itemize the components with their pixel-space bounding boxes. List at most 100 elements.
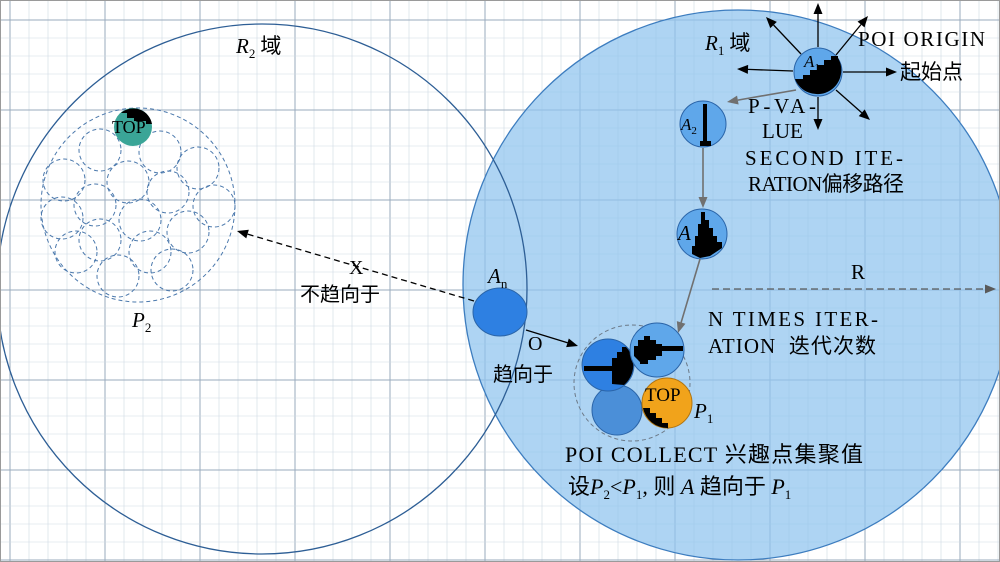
arrow-origin-up-right — [835, 16, 868, 56]
cluster-node-left-bar — [584, 366, 614, 371]
radius-label: R — [851, 260, 865, 284]
arrow-head — [813, 119, 823, 130]
cluster-member-circle — [150, 248, 194, 292]
arrow-head — [886, 67, 897, 77]
arrow-not-toward-p2 — [237, 229, 475, 302]
arrow-toward-p1 — [525, 329, 578, 348]
right-top-label: TOP — [645, 385, 681, 406]
node-a2-bar-base — [700, 141, 711, 146]
cluster-member-circle — [73, 183, 117, 227]
left-poi-cluster: TOP — [40, 107, 236, 303]
not-toward-mark: X — [349, 257, 364, 279]
left-cluster-boundary — [40, 107, 236, 303]
cluster-node-left-steps — [612, 347, 634, 385]
arrow-origin-down-right — [835, 89, 870, 120]
arrow-origin-up — [813, 3, 823, 47]
cluster-member-circle — [128, 230, 172, 274]
arrow-shaft — [525, 329, 568, 344]
condition-p2-sub: 2 — [603, 487, 610, 502]
cluster-member-circle — [138, 130, 182, 174]
n-times-line-2: ATION 迭代次数 — [708, 334, 876, 358]
node-a1-sub: 1 — [814, 62, 820, 74]
node-a2-label: A2 — [680, 115, 697, 137]
origin-label-cn: 起始点 — [900, 60, 963, 84]
node-a2-bar — [703, 104, 707, 144]
node-an-sub: n — [501, 276, 508, 291]
right-poi-cluster: TOP — [573, 322, 693, 442]
node-an-var: A — [486, 264, 501, 288]
arrow-head — [985, 284, 996, 294]
node-a-label: A — [676, 221, 691, 245]
r2-domain-var: R — [235, 34, 249, 58]
cluster-member-circle — [176, 146, 220, 190]
p1-label-sub: 1 — [707, 411, 714, 426]
second-iteration-line-1: SECOND ITE- — [745, 146, 903, 170]
toward-text: 趋向于 — [493, 363, 553, 386]
right-top-node-steps — [643, 408, 668, 429]
node-an — [472, 287, 528, 337]
toward-mark: O — [528, 333, 542, 355]
arrow-shaft — [835, 24, 862, 56]
condition-then: , 则 — [642, 474, 681, 499]
cluster-member-circle — [54, 230, 98, 274]
arrow-shaft — [773, 24, 802, 55]
node-a1-label: A1 — [803, 52, 820, 74]
r1-domain-var: R — [704, 31, 718, 55]
arrow-origin-right — [843, 67, 897, 77]
cluster-member-circle — [96, 254, 140, 298]
node-a-steps — [692, 212, 722, 258]
cluster-member-circle — [40, 196, 84, 240]
condition-a-var: A — [679, 474, 695, 499]
second-iteration-line-2: RATION偏移路径 — [748, 172, 904, 196]
cluster-member-circle — [146, 170, 190, 214]
condition-p1-sub: 1 — [636, 487, 643, 502]
cluster-member-circle — [118, 198, 162, 242]
node-a2-var: A — [680, 115, 692, 134]
p-value-line-1: P-VA- — [748, 94, 816, 118]
cluster-member-circle — [78, 128, 122, 172]
cluster-node-plain — [591, 384, 643, 436]
left-top-node-cap — [121, 108, 152, 124]
condition-p1b-sub: 1 — [785, 487, 792, 502]
arrow-head — [566, 338, 578, 348]
arrow-origin-left — [737, 64, 794, 74]
arrow-origin-down — [813, 97, 823, 130]
condition-label: 设P2<P1, 则 A 趋向于 P1 — [568, 474, 791, 502]
right-cluster-boundary — [573, 324, 691, 442]
condition-toward: 趋向于 — [694, 474, 771, 499]
arrow-shaft — [680, 258, 701, 323]
arrow-shaft — [835, 89, 863, 114]
arrow-head — [737, 64, 749, 74]
not-toward-text: 不趋向于 — [300, 283, 380, 306]
arrow-origin-up-left — [766, 17, 802, 55]
arrow-a1-to-a2 — [727, 89, 797, 105]
node-an-label: An — [486, 264, 508, 291]
node-a-var: A — [676, 221, 691, 245]
p1-label-var: P — [693, 399, 707, 423]
origin-label-en: POI ORIGIN — [858, 27, 985, 51]
p-value-line-2: LUE — [762, 119, 803, 143]
condition-p2-var: P — [589, 474, 603, 499]
r1-domain-sub: 1 — [718, 43, 725, 58]
arrow-head — [676, 321, 686, 333]
arrow-shaft — [737, 89, 797, 101]
arrow-head — [727, 95, 739, 105]
arrow-head — [237, 229, 249, 239]
condition-p1-var: P — [621, 474, 635, 499]
condition-p1b-var: P — [770, 474, 784, 499]
arrow-head — [858, 109, 870, 120]
r2-domain-suffix: 域 — [260, 34, 281, 58]
arrow-head — [698, 197, 708, 208]
cluster-node-upper-steps — [634, 336, 683, 364]
arrow-head — [813, 3, 823, 14]
r2-domain-sub: 2 — [249, 46, 256, 61]
arrow-a2-to-a — [698, 148, 708, 208]
arrow-head — [766, 17, 777, 29]
p1-label: P1 — [693, 399, 713, 426]
domain-r2-circle — [0, 23, 528, 555]
p2-label-sub: 2 — [145, 320, 152, 335]
arrow-head — [857, 16, 868, 28]
condition-prefix: 设 — [568, 474, 590, 499]
